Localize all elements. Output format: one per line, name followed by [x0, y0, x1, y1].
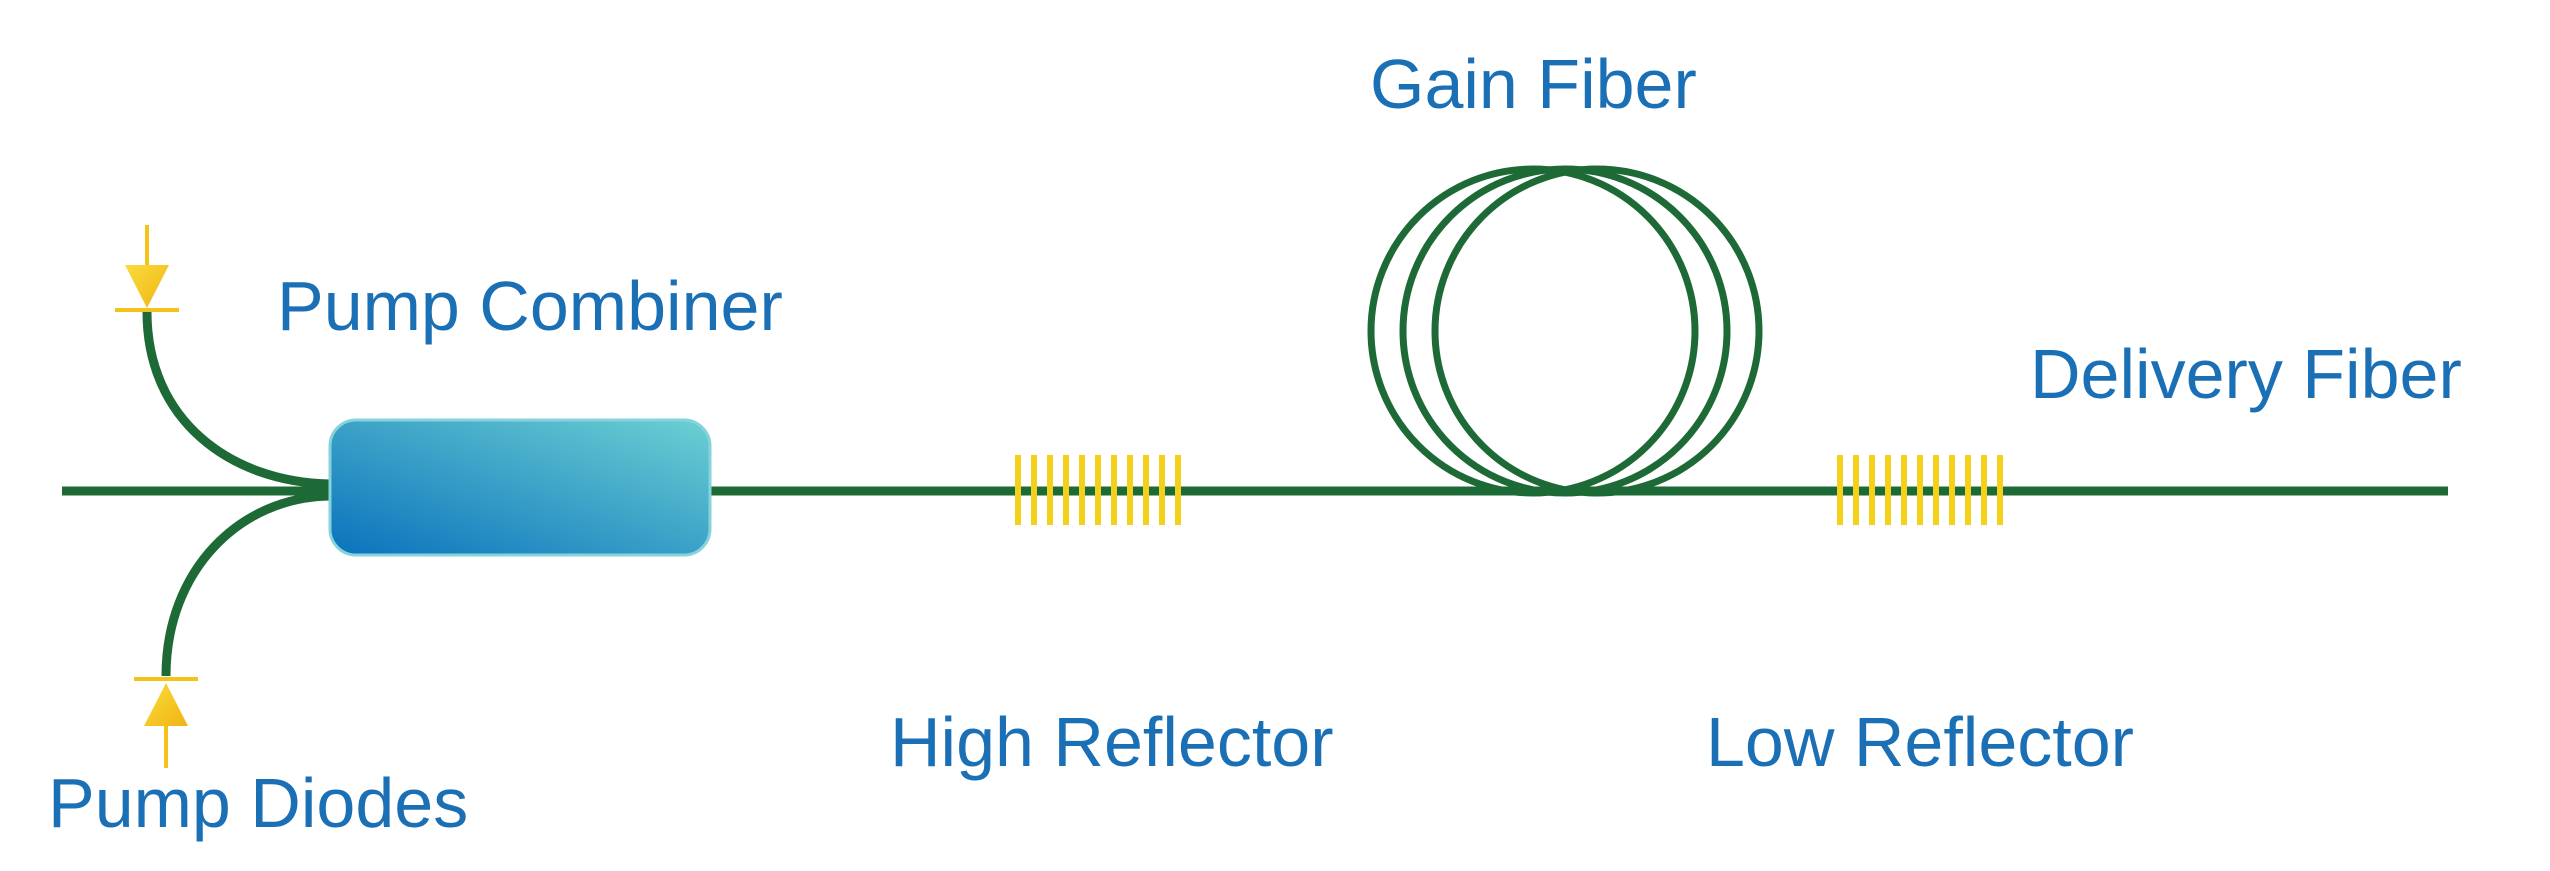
pump-diode-upper: [115, 225, 179, 312]
gain-fiber-label: Gain Fiber: [1370, 45, 1697, 123]
delivery-fiber-label: Delivery Fiber: [2030, 335, 2462, 413]
pump-diode-lower: [134, 677, 198, 768]
pump-fiber-lower: [161, 491, 331, 677]
pump-combiner: [328, 418, 712, 557]
pump-fiber-upper: [142, 311, 331, 489]
gain-fiber-coil: [1367, 165, 1763, 497]
high-reflector-grating: [1015, 455, 1181, 525]
pump-combiner-label: Pump Combiner: [277, 267, 783, 345]
high-reflector-label: High Reflector: [890, 703, 1334, 781]
low-reflector-grating: [1837, 455, 2003, 525]
pump-diodes-label: Pump Diodes: [48, 764, 468, 842]
low-reflector-label: Low Reflector: [1706, 703, 2134, 781]
